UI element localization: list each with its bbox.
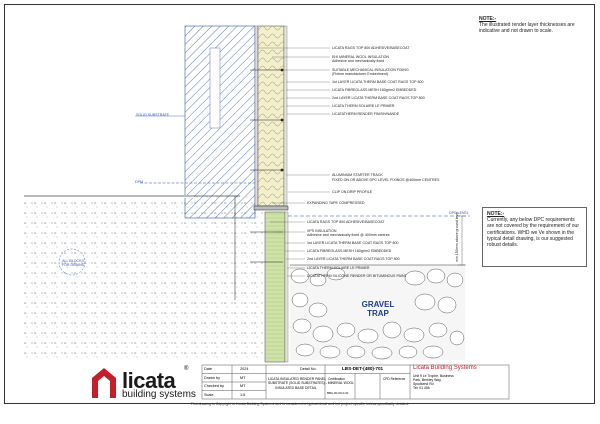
tb-cert-label: Certification <box>328 377 345 381</box>
callout: EXPANDING TAPE COMPRESSED <box>307 201 365 205</box>
note-dpc: NOTE:- Currently, any below DPC requirem… <box>482 207 587 267</box>
tb-title: LICATA INSULATED RENDER PANEL SUBSTRATE … <box>268 377 355 390</box>
callout: LICATATHERM SILICONE RENDER OR BITUMINOU… <box>307 274 407 278</box>
tb-scale-label: Scale <box>204 392 214 397</box>
tb-cert-value: BBA-00-00-0-01 <box>327 391 349 395</box>
tb-detail-label: Detail No. <box>300 367 317 371</box>
callout: SUITABLE MECHANICAL INSULATION FIXING <box>332 68 409 72</box>
drain-blocks-label: ALL BLOCKS FOR DRAINS <box>61 259 85 267</box>
callout: LICATA RAGS TOP 800 ADHESIVE/BASECOAT <box>307 220 385 224</box>
solid-substrate-label: SOLID SUBSTRATE <box>136 113 170 117</box>
tb-checked-value: MT <box>240 384 246 388</box>
tb-checked-label: Checked by <box>204 384 225 388</box>
company-name: Licata Building Systems <box>413 365 477 371</box>
callout: EHI MINERAL WOOL INSULATION <box>332 55 389 59</box>
callout: Adhesive and mechanically fixed <box>332 59 385 63</box>
logo-word: licata <box>122 368 176 393</box>
callout: LICATATHERM RENDER FINISH/NANDE <box>332 112 400 116</box>
callout: LICATA THERM SOLAIRE LE PRIMER <box>332 104 395 108</box>
callout: ALUMINIUM STARTER TRACK <box>332 173 383 177</box>
registered-mark: ® <box>184 366 189 372</box>
tb-drawn-label: Drawn by <box>204 375 221 380</box>
tb-cpd-label: CPD Reference <box>383 377 406 381</box>
tb-drawn-value: MT <box>240 375 246 380</box>
drawing-frame <box>4 4 595 404</box>
tb-scale-value: 1:5 <box>240 392 246 397</box>
copyright-notice: This drawing is Copyright to Licata Buil… <box>190 402 410 406</box>
note-heading: NOTE:- <box>487 211 505 217</box>
tb-detail-value: LBS-DET-(480)-701 <box>342 365 384 371</box>
callout: LICATA FIBREGLASS MESH 160gr/m2 EMBEDDED <box>332 88 417 92</box>
licata-logo-mark <box>92 368 116 398</box>
licata-logo: licata ® building systems <box>90 366 202 402</box>
callout: (Fixture manufacturer Embedment) <box>332 72 388 76</box>
tb-date-label: Date <box>204 367 213 371</box>
gravel-trap-label: GRAVEL TRAP <box>361 300 395 318</box>
tb-date-value: 2024 <box>240 367 249 371</box>
starter-track <box>253 205 289 211</box>
company-address: Unit 9 Le Trophe, Business Park, Berkley… <box>413 374 454 390</box>
callout: 2nd LAYER LICATA THERM BASE COAT RAGS TO… <box>307 257 400 261</box>
callout: LICATA RAGS TOP 800 ADHESIVE/BASECOAT <box>332 46 410 50</box>
note-scale: NOTE:- The illustrated render layer thic… <box>479 16 591 34</box>
note-text: The illustrated render layer thicknesses… <box>479 22 575 34</box>
callout: Adhesive and mechanically fixed @ 400mm … <box>307 233 390 237</box>
min-150-label: min 150mm above ground level <box>455 211 459 262</box>
callout: LICATA THERM SOLAIRE LE PRIMER <box>307 266 370 270</box>
gravel-trap <box>290 265 465 360</box>
callout: FIXED ON OR ABOVE DPC LEVEL FIXINGS @400… <box>332 178 440 182</box>
note-text: Currently, any below DPC requirements ar… <box>487 217 579 249</box>
callout: 1st LAYER LICATA THERM BASE COAT RAGS TO… <box>332 80 424 84</box>
callout: XPS INSULATION <box>307 229 337 233</box>
callout: CLIP ON DRIP PROFILE <box>332 190 373 194</box>
callout: 1st LAYER LICATA THERM BASE COAT RAGS TO… <box>307 241 399 245</box>
dpm-label: DPM <box>135 180 143 184</box>
dpc-level-label: DPC LEVEL <box>449 211 469 215</box>
note-heading: NOTE:- <box>479 16 497 22</box>
logo-subtitle: building systems <box>122 389 196 400</box>
callout: LICATA FIBREGLASS MESH 160gr/m2 EMBEDDED <box>307 249 392 253</box>
callout: 2nd LAYER LICATA THERM BASE COAT RAGS TO… <box>332 96 425 100</box>
concrete-foundation <box>24 195 264 360</box>
